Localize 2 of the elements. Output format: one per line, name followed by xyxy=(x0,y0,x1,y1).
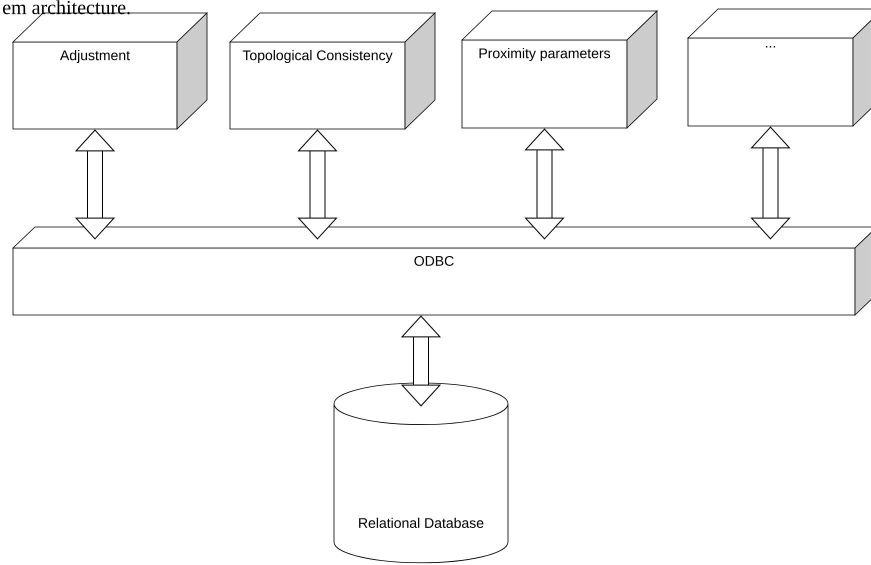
database-cylinder: Relational Database xyxy=(334,382,508,564)
heading-fragment: em architecture. xyxy=(3,0,130,14)
